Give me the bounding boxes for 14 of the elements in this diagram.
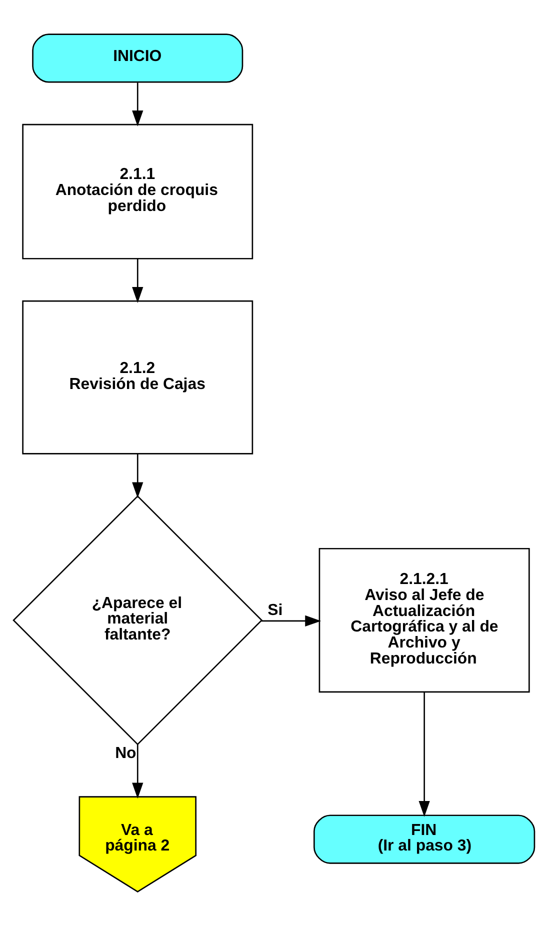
node-box: FIN (Ir al paso 3) [313, 814, 536, 864]
arrow [261, 615, 322, 627]
arrow [132, 744, 144, 799]
node-box: 2.1.2 Revisión de Cajas [22, 300, 254, 454]
arrow [418, 692, 430, 817]
node-box: INICIO [32, 34, 244, 83]
edge-label: No [115, 745, 136, 762]
node-box: 2.1.1 Anotación de croquis perdido [22, 124, 254, 260]
arrow [132, 258, 144, 303]
arrow [132, 82, 144, 126]
node-box: 2.1.2.1 Aviso al Jefe de Actualización Cartográfica y al de Archivo y Reproducción [318, 548, 530, 693]
edge-label: Si [268, 602, 283, 620]
node-diamond: ¿Aparece el material faltante? [12, 495, 263, 746]
arrow [132, 454, 144, 498]
